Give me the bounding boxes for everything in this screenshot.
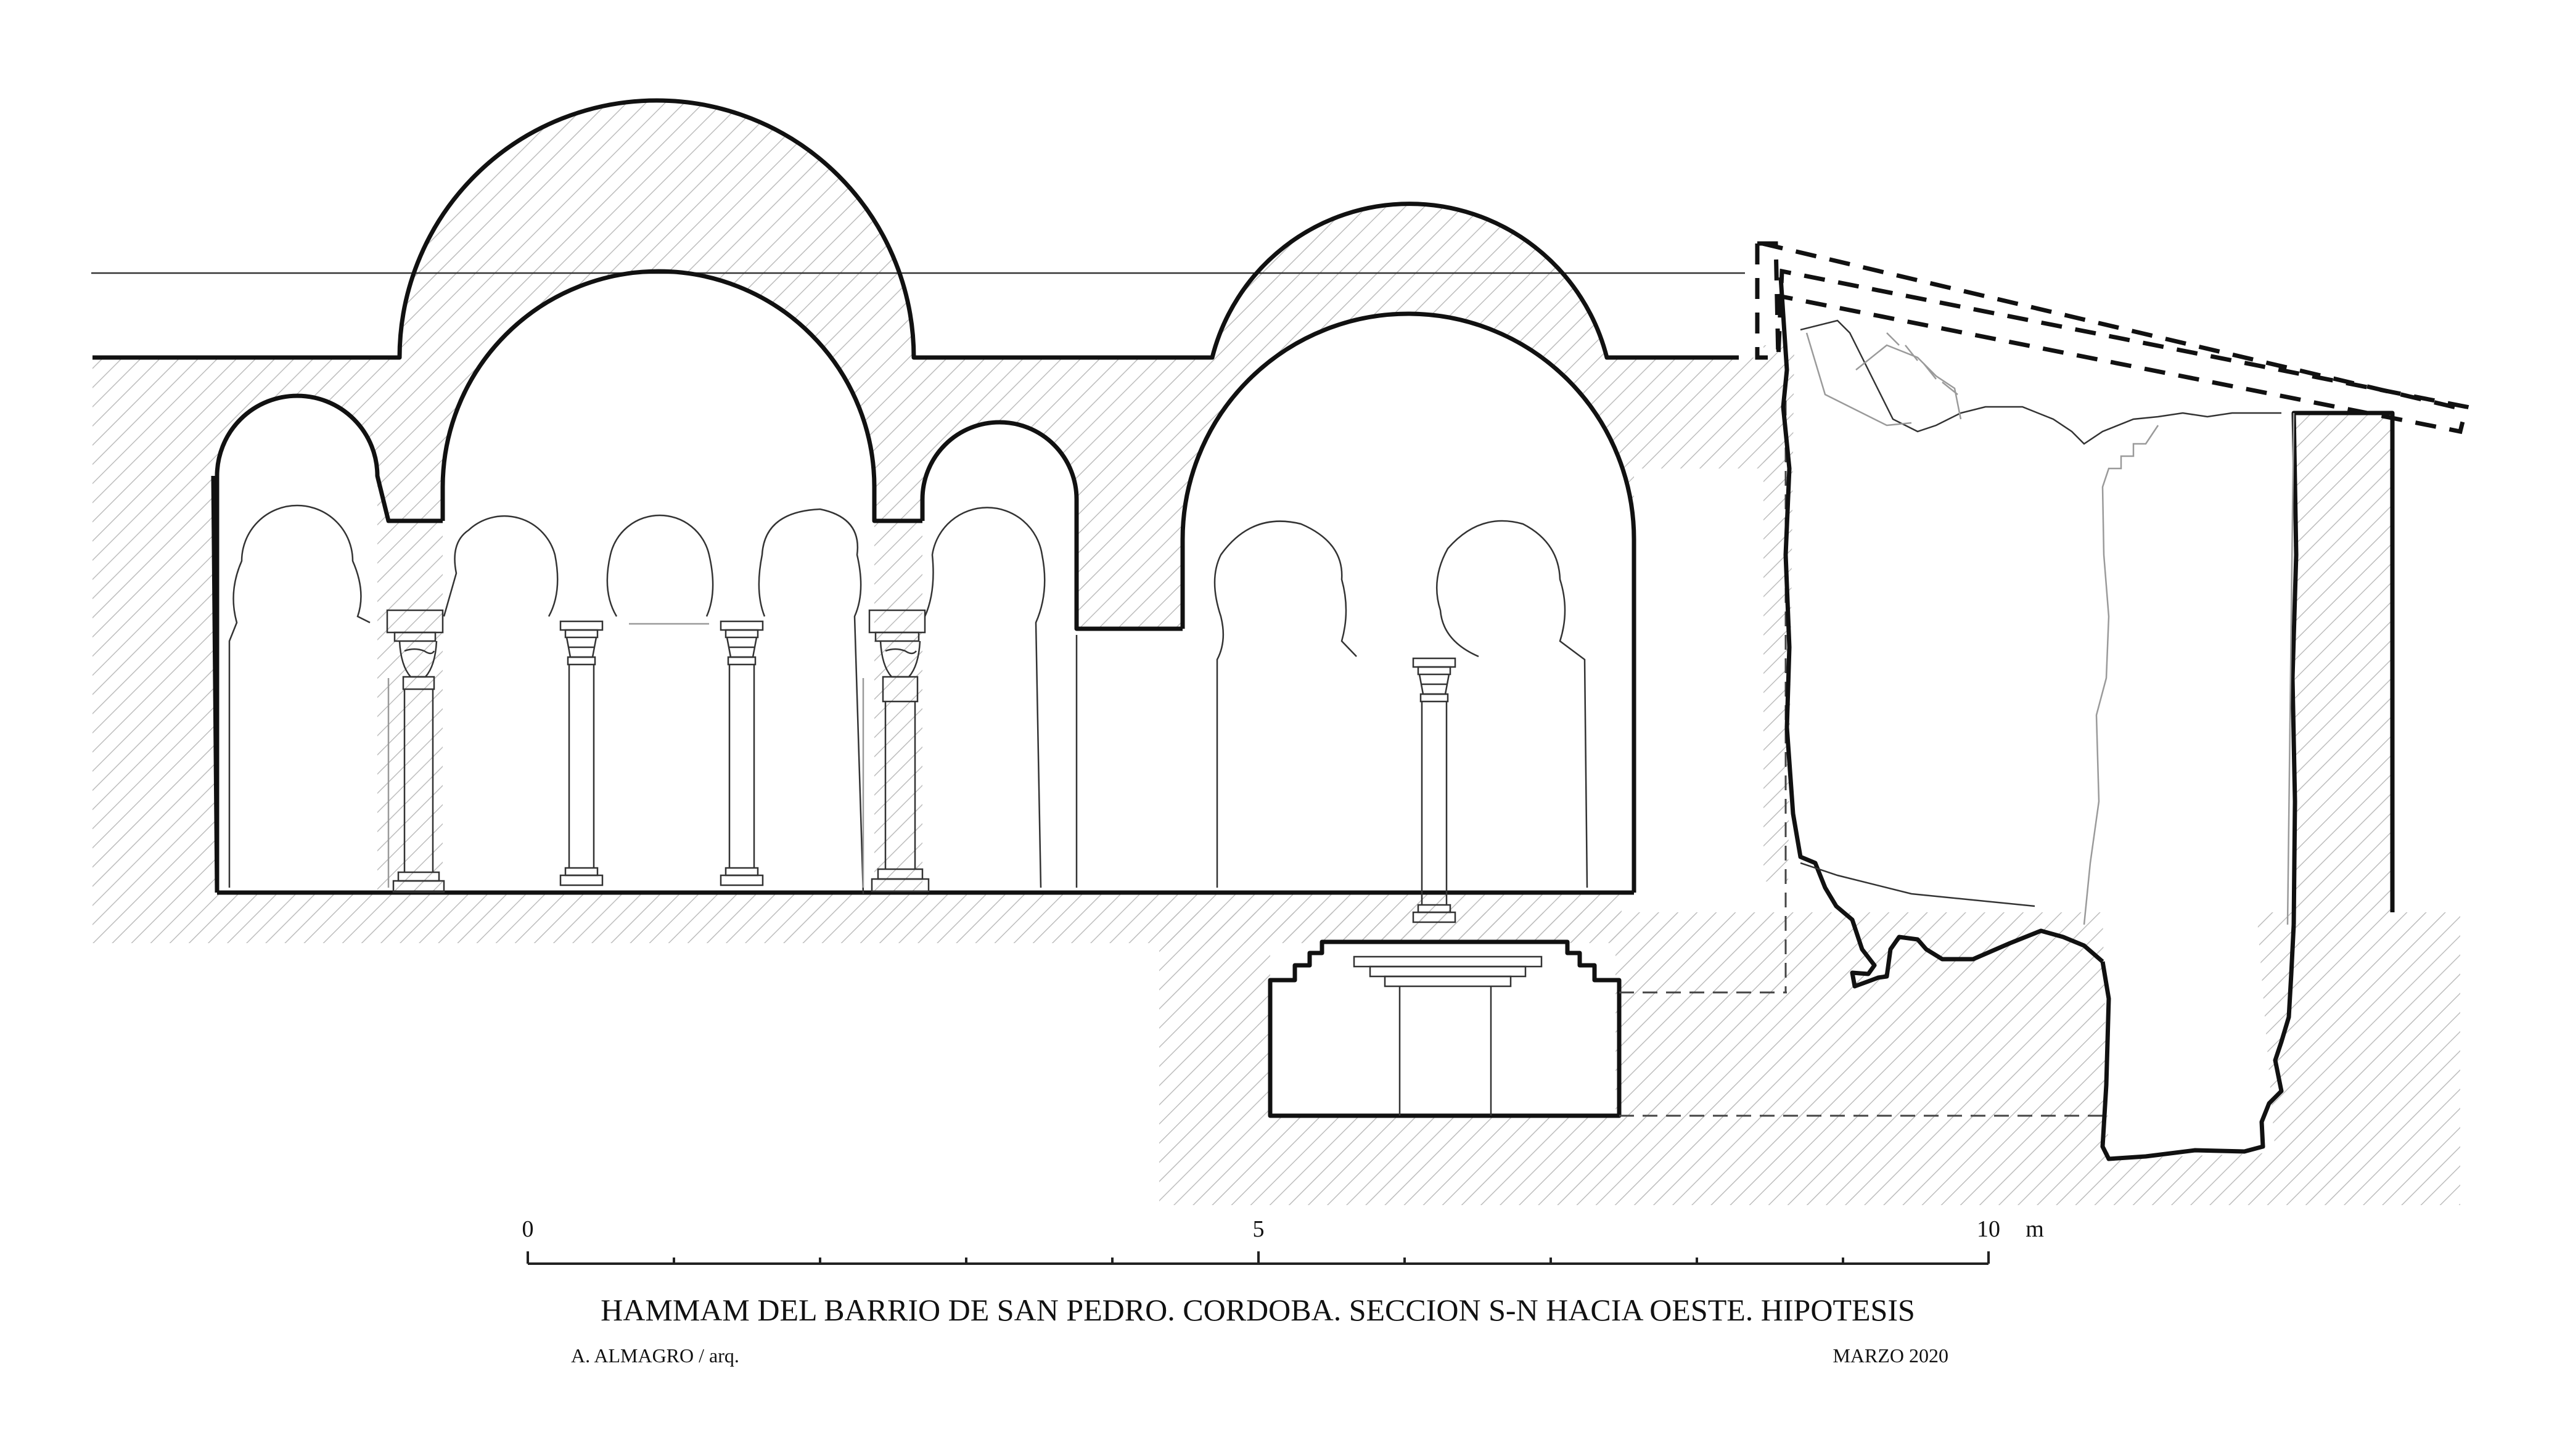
scale-label-0: 0 (522, 1216, 534, 1242)
scale-label-5: 5 (1253, 1216, 1265, 1242)
columns (386, 609, 1456, 923)
scale-label-10: 10 (1977, 1216, 2000, 1242)
ruined-room (1755, 241, 2469, 1161)
drawing-title: HAMMAM DEL BARRIO DE SAN PEDRO. CORDOBA.… (601, 1293, 1915, 1327)
lower-chamber (1268, 401, 2103, 1118)
horseshoe-arcade (228, 504, 1588, 894)
drawing-date: MARZO 2020 (1833, 1344, 1948, 1367)
scale-unit: m (2026, 1216, 2044, 1242)
scale-bar: 0 5 10 m (522, 1216, 2044, 1265)
vaults-outline (92, 98, 1739, 895)
masonry-hatching (92, 100, 2460, 1205)
author-credit: A. ALMAGRO / arq. (571, 1344, 739, 1367)
decorated-column-right (868, 609, 930, 893)
decorated-column-left (386, 609, 445, 893)
